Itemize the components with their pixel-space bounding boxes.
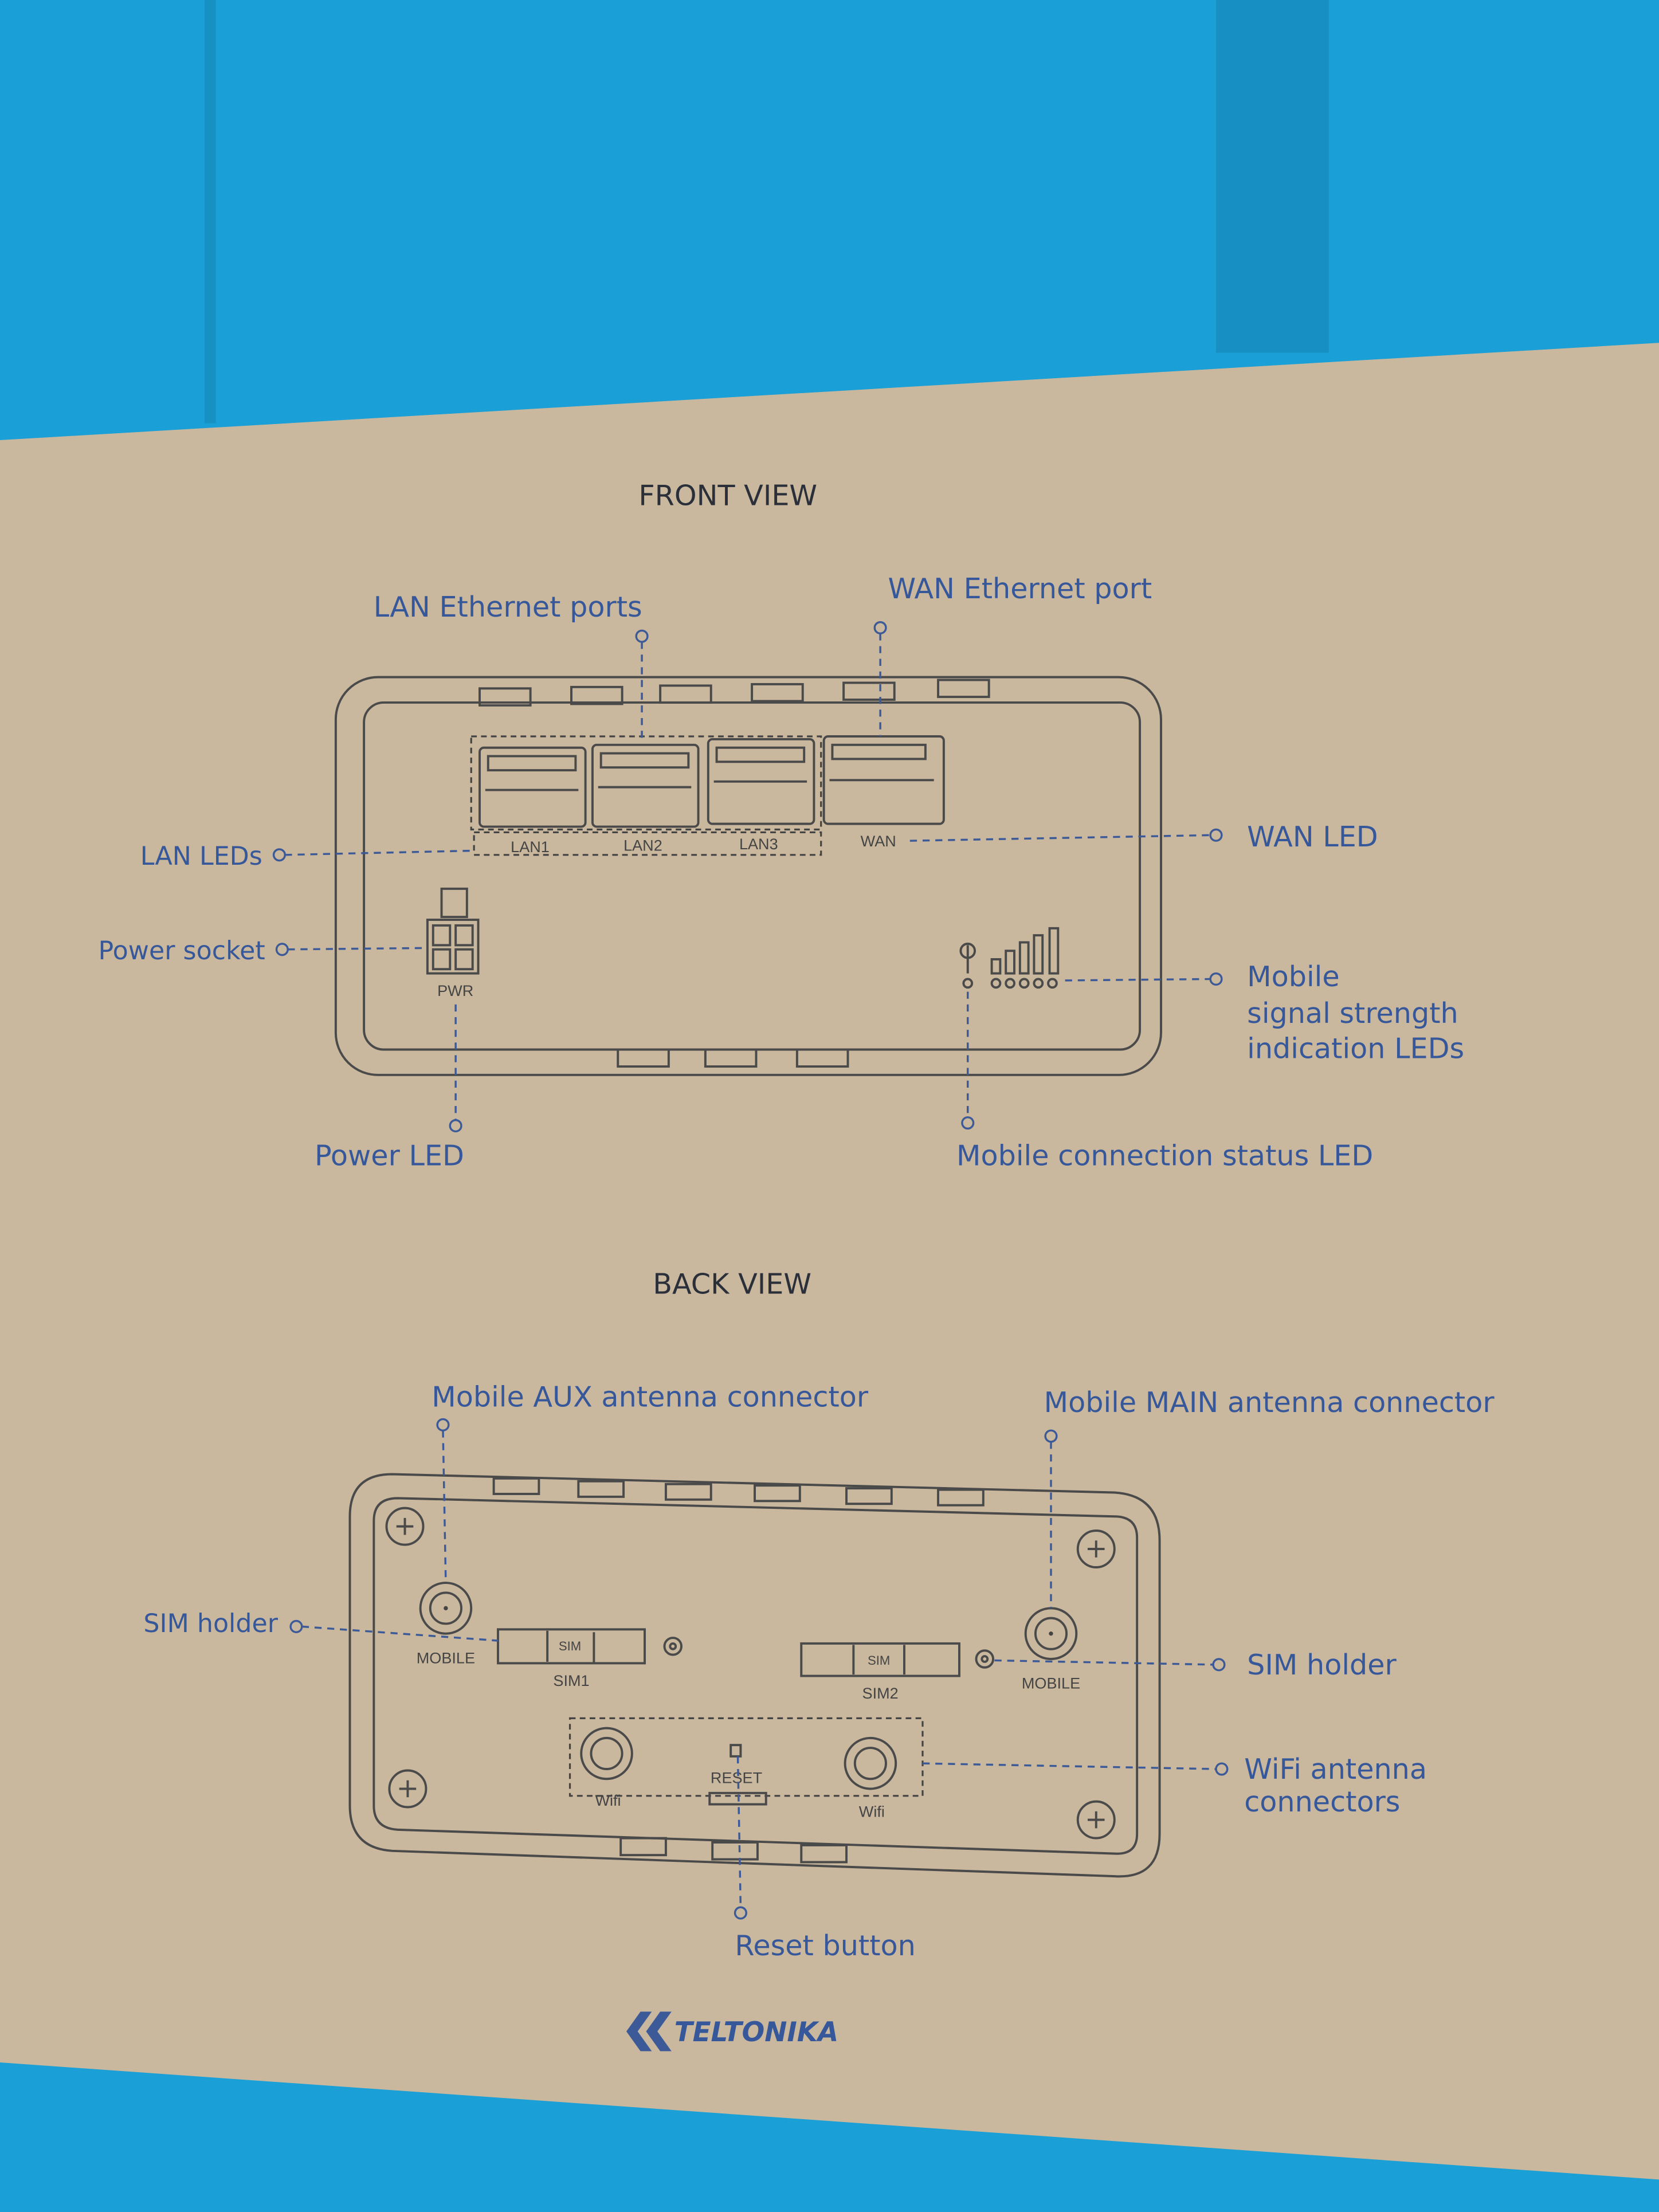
label-wifi-antenna-2: connectors <box>1244 1785 1400 1818</box>
sim2-mark: SIM2 <box>862 1684 899 1702</box>
sim1-slot-icon <box>497 1628 646 1665</box>
mobile-left-mark: MOBILE <box>417 1649 475 1666</box>
reset-mark: RESET <box>711 1769 762 1787</box>
front-device-drawing: LAN1 LAN2 LAN3 WAN PWR <box>334 676 1162 1076</box>
wan-mark: WAN <box>861 832 896 850</box>
signal-leds <box>962 978 1058 989</box>
antenna-status-icon <box>959 942 976 974</box>
front-leader-lines <box>272 621 1223 1133</box>
screw-icon <box>385 1507 425 1546</box>
wifi-right-mark: Wifi <box>859 1803 885 1821</box>
sim2-slot-icon <box>800 1642 960 1677</box>
teltonika-logo: TELTONIKA <box>626 2011 839 2052</box>
wifi-antenna-connector-icon <box>844 1736 897 1790</box>
label-power-socket: Power socket <box>99 936 265 966</box>
back-view-title: BACK VIEW <box>653 1267 811 1300</box>
label-wan-led: WAN LED <box>1247 820 1378 853</box>
signal-bars-icon <box>990 927 1060 975</box>
mobile-right-mark: MOBILE <box>1022 1674 1080 1692</box>
sim2-eject-icon <box>975 1649 995 1669</box>
top-vents <box>492 1477 985 1507</box>
teltonika-logo-mark <box>626 2011 672 2052</box>
label-mobile-signal-3: indication LEDs <box>1247 1032 1464 1065</box>
label-lan-ethernet-ports: LAN Ethernet ports <box>374 590 642 623</box>
screw-icon <box>1076 1529 1116 1568</box>
reset-button-icon <box>708 1791 767 1806</box>
bottom-vents <box>617 1048 849 1068</box>
back-device-drawing: MOBILE MOBILE SIM SIM1 SIM SIM2 Wifi Wif… <box>348 1473 1161 1878</box>
brand-name: TELTONIKA <box>674 2017 839 2048</box>
pwr-mark: PWR <box>437 982 473 999</box>
back-leader-lines <box>289 1418 1229 1920</box>
wifi-left-mark: Wifi <box>595 1791 621 1809</box>
lan3-mark: LAN3 <box>739 835 778 853</box>
power-socket-icon <box>426 887 480 975</box>
sim1-mark: SIM1 <box>553 1672 589 1689</box>
label-mobile-aux-antenna: Mobile AUX antenna connector <box>432 1380 869 1413</box>
front-view-title: FRONT VIEW <box>638 479 817 512</box>
lan2-mark: LAN2 <box>623 836 662 854</box>
lan1-mark: LAN1 <box>511 838 550 856</box>
label-wifi-antenna-1: WiFi antenna <box>1244 1752 1427 1786</box>
screw-icon <box>388 1769 428 1809</box>
wifi-connectors-group <box>568 1717 924 1797</box>
label-wan-ethernet-port: WAN Ethernet port <box>888 572 1152 605</box>
lan-ports-group <box>470 735 822 831</box>
sim1-slot-mark: SIM <box>559 1639 581 1653</box>
label-mobile-main-antenna: Mobile MAIN antenna connector <box>1044 1386 1495 1419</box>
wifi-antenna-connector-icon <box>580 1727 633 1780</box>
blue-panel-seam <box>204 0 216 423</box>
sim1-eject-icon <box>663 1637 683 1656</box>
blue-panel-seam <box>1216 0 1329 353</box>
ethernet-port-icon <box>591 743 700 828</box>
label-mobile-signal-2: signal strength <box>1247 997 1458 1030</box>
label-reset-button: Reset button <box>735 1929 915 1962</box>
label-sim-holder-right: SIM holder <box>1247 1648 1397 1681</box>
ethernet-port-icon <box>479 746 587 828</box>
top-vents <box>479 678 990 707</box>
sim2-slot-mark: SIM <box>868 1653 890 1668</box>
label-power-led: Power LED <box>315 1139 464 1172</box>
reset-led-icon <box>730 1744 742 1758</box>
label-lan-leds: LAN LEDs <box>140 842 262 871</box>
ethernet-port-icon <box>822 735 945 825</box>
ethernet-port-icon <box>707 738 815 825</box>
screw-icon <box>1076 1800 1116 1840</box>
label-mobile-connection-status: Mobile connection status LED <box>956 1139 1373 1172</box>
label-sim-holder-left: SIM holder <box>143 1609 278 1638</box>
label-mobile-signal-1: Mobile <box>1247 960 1339 993</box>
bottom-vents <box>619 1837 848 1864</box>
cardboard-sheet <box>0 343 1659 2180</box>
